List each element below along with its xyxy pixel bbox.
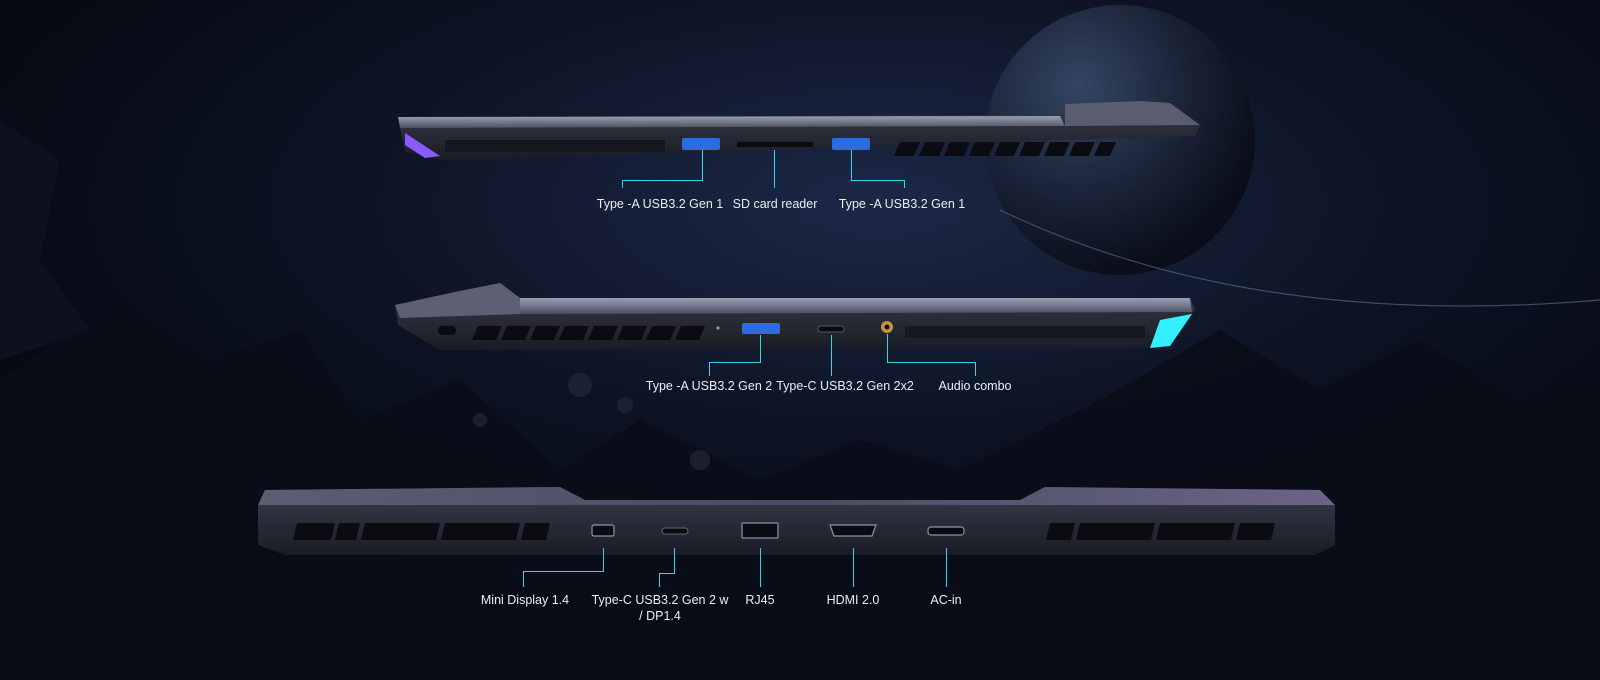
laptop-rear-view <box>258 487 1335 555</box>
label-audio-combo: Audio combo <box>938 379 1012 393</box>
label-rj45: RJ45 <box>745 593 775 607</box>
asteroid-4 <box>473 413 487 427</box>
ac-in-port <box>927 526 965 536</box>
label-rear-usb-c-dp: Type-C USB3.2 Gen 2 w / DP1.4 <box>591 593 729 623</box>
rock-left <box>0 120 90 360</box>
hdmi-port <box>829 524 877 537</box>
asteroid-2 <box>617 397 633 413</box>
label-ac-in: AC-in <box>930 593 962 607</box>
planet-ring <box>999 209 1600 307</box>
planet <box>985 5 1255 275</box>
laptop-left-side-view <box>398 101 1200 160</box>
asteroid-1 <box>568 373 592 397</box>
rear-usb-c-port <box>661 527 689 535</box>
label-usb-a-gen1-right: Type -A USB3.2 Gen 1 <box>838 197 966 211</box>
usb-a-port-1 <box>682 138 720 150</box>
mini-displayport <box>591 524 615 537</box>
label-hdmi: HDMI 2.0 <box>826 593 880 607</box>
label-usb-a-gen2: Type -A USB3.2 Gen 2 <box>645 379 773 393</box>
kensington-lock <box>438 326 456 335</box>
asteroid-3 <box>690 450 710 470</box>
usb-a-port-2 <box>832 138 870 150</box>
sd-card-slot <box>737 142 813 147</box>
laptop-right-side-view <box>395 283 1195 350</box>
label-usb-c-gen2x2: Type-C USB3.2 Gen 2x2 <box>776 379 914 393</box>
rj45-port <box>741 522 779 539</box>
label-sd-card-reader: SD card reader <box>732 197 818 211</box>
purple-light-accent <box>405 133 440 158</box>
rock-horizon <box>0 300 1600 680</box>
cyan-light-accent <box>1150 314 1192 348</box>
usb-c-port <box>817 325 845 333</box>
usb-a-gen2-port <box>742 323 780 334</box>
label-usb-a-gen1-left: Type -A USB3.2 Gen 1 <box>596 197 724 211</box>
label-mini-display: Mini Display 1.4 <box>480 593 570 607</box>
